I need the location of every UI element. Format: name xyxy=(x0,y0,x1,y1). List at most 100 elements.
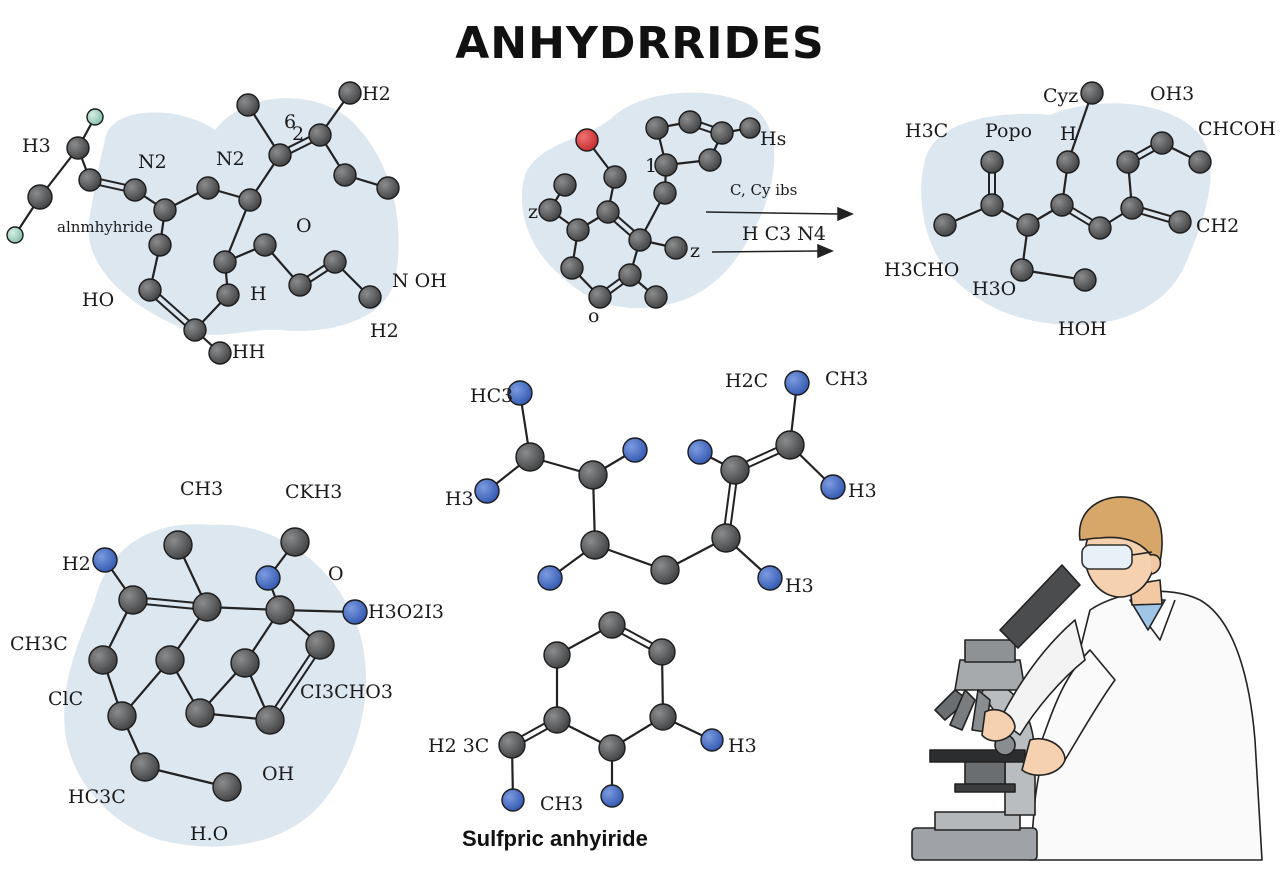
nitrogen-atom xyxy=(784,370,810,396)
carbon-atom xyxy=(649,703,677,731)
nitrogen-atom xyxy=(474,478,500,504)
carbon-atom xyxy=(648,638,676,666)
reaction-arrow-2-head xyxy=(817,243,834,259)
atom-label: H2 xyxy=(62,553,91,575)
nitrogen-atom xyxy=(622,437,648,463)
carbon-atom xyxy=(598,734,626,762)
carbon-atom xyxy=(553,173,577,197)
eyepiece xyxy=(999,564,1081,649)
atom-label: H3 xyxy=(445,488,474,510)
carbon-atom xyxy=(196,176,220,200)
carbon-atom xyxy=(678,110,702,134)
atom-label: HH xyxy=(232,341,265,363)
goggles xyxy=(1081,544,1133,570)
nitrogen-atom xyxy=(757,565,783,591)
carbon-atom xyxy=(130,752,160,782)
carbon-atom xyxy=(213,250,237,274)
carbon-atom xyxy=(645,116,669,140)
carbon-atom xyxy=(123,178,147,202)
double-bond xyxy=(271,646,324,723)
carbon-atom xyxy=(376,176,400,200)
carbon-atom xyxy=(88,645,118,675)
atom-label: N2 xyxy=(138,151,167,173)
nitrogen-atom xyxy=(501,788,525,812)
carbon-atom xyxy=(253,233,277,257)
atom-label: CI3CHO3 xyxy=(300,681,393,703)
carbon-atom xyxy=(933,213,957,237)
carbon-atom xyxy=(711,523,741,553)
atom-label: alnmhyhride xyxy=(57,218,153,236)
double-bond xyxy=(266,642,319,719)
carbon-atom xyxy=(1150,131,1174,155)
carbon-atom xyxy=(1073,268,1097,292)
hand-left xyxy=(981,708,1016,742)
atom-label: H3 xyxy=(728,735,757,757)
carbon-atom xyxy=(280,527,310,557)
atom-label: H xyxy=(1060,123,1077,145)
carbon-atom xyxy=(118,585,148,615)
hand-right xyxy=(1021,738,1066,776)
carbon-atom xyxy=(155,645,185,675)
carbon-atom xyxy=(238,188,262,212)
atom-label: H2C xyxy=(725,370,768,392)
carbon-atom xyxy=(148,233,172,257)
carbon-atom xyxy=(588,285,612,309)
carbon-atom xyxy=(596,200,620,224)
carbon-atom xyxy=(580,530,610,560)
carbon-atom xyxy=(1010,258,1034,282)
carbon-atom xyxy=(644,285,668,309)
hydrogen-atom xyxy=(86,108,104,126)
carbon-atom xyxy=(603,165,627,189)
carbon-atom xyxy=(192,592,222,622)
carbon-atom xyxy=(185,698,215,728)
carbon-atom xyxy=(212,772,242,802)
carbon-atom xyxy=(710,121,734,145)
carbon-atom xyxy=(980,193,1004,217)
atom-label: CKH3 xyxy=(285,481,342,503)
nitrogen-atom xyxy=(600,784,624,808)
atom-label: OH xyxy=(262,763,294,785)
carbon-atom xyxy=(654,153,678,177)
atom-label: N OH xyxy=(392,270,447,292)
carbon-atom xyxy=(1188,150,1212,174)
carbon-atom xyxy=(1168,210,1192,234)
carbon-atom xyxy=(323,250,347,274)
atom-label: HC3C xyxy=(68,786,126,808)
carbon-atom xyxy=(515,442,545,472)
nitrogen-atom xyxy=(255,565,281,591)
carbon-atom xyxy=(255,705,285,735)
nitrogen-atom xyxy=(687,439,713,465)
atom-label: C, Cy ibs xyxy=(730,181,797,199)
reaction-arrow-1-head xyxy=(837,206,854,222)
atom-label: CHCOH xyxy=(1198,118,1276,140)
carbon-atom xyxy=(698,148,722,172)
nitrogen-atom xyxy=(507,380,533,406)
carbon-atom xyxy=(598,611,626,639)
atom-label: H3 xyxy=(22,135,51,157)
carbon-atom xyxy=(138,278,162,302)
atom-label: z xyxy=(528,201,538,223)
nitrogen-atom xyxy=(342,599,368,625)
scientist-illustration xyxy=(911,496,1263,861)
carbon-atom xyxy=(153,198,177,222)
carbon-atom xyxy=(538,198,562,222)
ear xyxy=(1149,553,1162,575)
nitrogen-atom xyxy=(820,474,846,500)
carbon-atom xyxy=(183,318,207,342)
carbon-atom xyxy=(664,236,688,260)
atom-label: H C3 N4 xyxy=(742,223,826,245)
carbon-atom xyxy=(980,150,1004,174)
atom-label: H2 3C xyxy=(428,735,489,757)
atom-label: H.O xyxy=(190,823,228,845)
reaction-arrow-2 xyxy=(711,250,821,253)
atoms xyxy=(6,81,1212,812)
carbon-atom xyxy=(543,641,571,669)
atom-label: CH2 xyxy=(1196,215,1239,237)
carbon-atom xyxy=(775,430,805,460)
atom-label: H3CHO xyxy=(884,259,959,281)
carbon-atom xyxy=(1080,81,1104,105)
atom-label: Hs xyxy=(760,128,786,150)
carbon-atom xyxy=(650,555,680,585)
carbon-atom xyxy=(208,341,232,365)
